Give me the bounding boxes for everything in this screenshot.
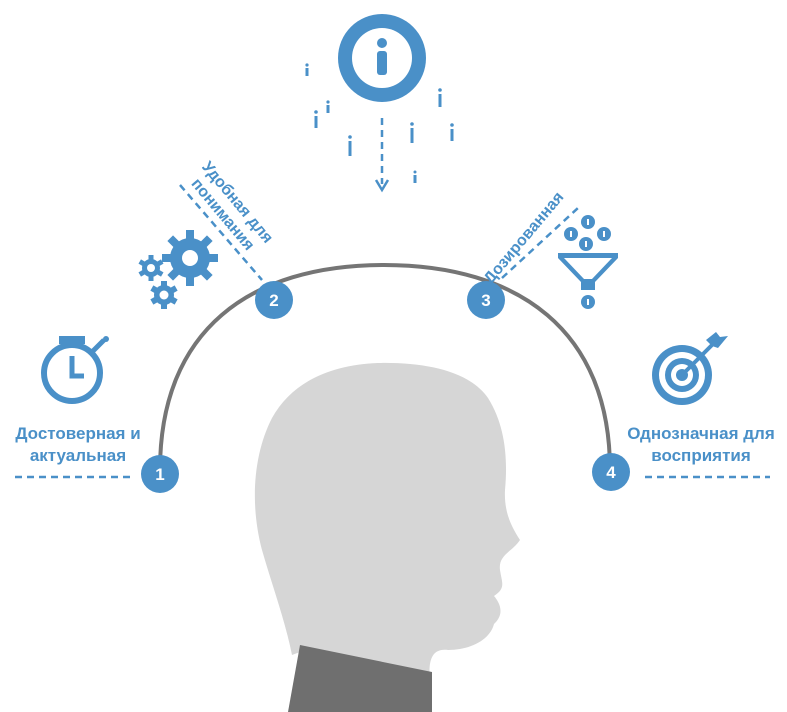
dash-line-2	[179, 184, 263, 281]
step-label-4-line2: восприятия	[651, 446, 751, 465]
target-icon	[652, 332, 728, 405]
stopwatch-icon	[41, 336, 109, 404]
step-number: 1	[155, 465, 164, 484]
step-marker-2: 2	[255, 281, 293, 319]
info-particle	[450, 123, 454, 141]
info-icon	[338, 14, 426, 102]
gears-icon	[138, 230, 218, 309]
falling-info-particles	[305, 63, 454, 183]
head-silhouette	[254, 362, 521, 680]
arc-path	[158, 262, 612, 471]
info-arrow-head	[374, 179, 390, 193]
funnel-icon	[558, 215, 618, 309]
step-marker-4: 4	[592, 453, 630, 491]
collar-shape	[288, 645, 432, 712]
step-number: 3	[481, 291, 490, 310]
info-particle	[438, 88, 442, 107]
info-particle	[326, 100, 330, 113]
step-number: 4	[606, 463, 616, 482]
step-label-1: Достоверная и актуальная	[8, 423, 148, 467]
step-label-4-line1: Однозначная для	[627, 424, 775, 443]
info-particle	[305, 63, 309, 76]
info-particle	[314, 110, 318, 128]
dash-line-3	[501, 207, 579, 279]
step-number: 2	[269, 291, 278, 310]
step-label-4: Однозначная для восприятия	[615, 423, 787, 467]
step-marker-1: 1	[141, 455, 179, 493]
info-particle	[348, 135, 352, 156]
step-label-1-line2: актуальная	[29, 446, 127, 465]
step-marker-3: 3	[467, 281, 505, 319]
step-label-1-line1: Достоверная и	[15, 424, 141, 443]
info-particle	[410, 122, 414, 143]
info-particle	[413, 170, 417, 183]
